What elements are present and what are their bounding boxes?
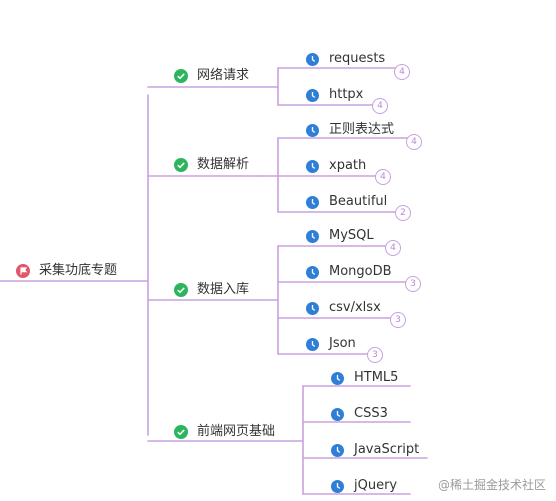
clock-icon xyxy=(331,406,344,425)
branch-label-storage[interactable]: 数据入库 xyxy=(197,282,250,297)
clock-icon xyxy=(306,122,319,141)
flag-icon xyxy=(16,263,30,282)
count-badge: 3 xyxy=(405,276,421,292)
clock-icon xyxy=(306,300,319,319)
clock-icon xyxy=(306,228,319,247)
leaf-label[interactable]: Beautiful xyxy=(329,194,388,209)
count-badge: 4 xyxy=(372,98,388,114)
clock-icon xyxy=(306,158,319,177)
clock-icon xyxy=(306,51,319,70)
count-badge: 3 xyxy=(367,347,383,363)
leaf-label[interactable]: MySQL xyxy=(329,228,374,243)
count-badge: 2 xyxy=(395,205,411,221)
leaf-label[interactable]: csv/xlsx xyxy=(329,300,381,315)
leaf-label[interactable]: xpath xyxy=(329,158,367,173)
clock-icon xyxy=(306,194,319,213)
leaf-label[interactable]: Json xyxy=(329,336,356,351)
branch-label-frontend[interactable]: 前端网页基础 xyxy=(197,424,276,439)
clock-icon xyxy=(306,336,319,355)
clock-icon xyxy=(331,478,344,497)
count-badge: 4 xyxy=(385,240,401,256)
leaf-label[interactable]: CSS3 xyxy=(354,406,388,421)
check-circle-icon xyxy=(174,282,188,301)
branch-label-network[interactable]: 网络请求 xyxy=(197,68,250,83)
leaf-label[interactable]: httpx xyxy=(329,87,364,102)
leaf-label[interactable]: JavaScript xyxy=(354,442,420,457)
count-badge: 4 xyxy=(375,169,391,185)
branch-label-parsing[interactable]: 数据解析 xyxy=(197,157,250,172)
count-badge: 4 xyxy=(406,134,422,150)
leaf-label[interactable]: 正则表达式 xyxy=(329,122,395,137)
check-circle-icon xyxy=(174,424,188,443)
leaf-label[interactable]: requests xyxy=(329,51,386,66)
clock-icon xyxy=(306,264,319,283)
leaf-label[interactable]: jQuery xyxy=(354,478,398,493)
check-circle-icon xyxy=(174,157,188,176)
count-badge: 3 xyxy=(390,312,406,328)
clock-icon xyxy=(306,87,319,106)
clock-icon xyxy=(331,442,344,461)
clock-icon xyxy=(331,370,344,389)
leaf-label[interactable]: HTML5 xyxy=(354,370,399,385)
count-badge: 4 xyxy=(394,64,410,80)
root-node-label[interactable]: 采集功底专题 xyxy=(39,263,118,278)
leaf-label[interactable]: MongoDB xyxy=(329,264,392,279)
check-circle-icon xyxy=(174,68,188,87)
watermark-text: @稀土掘金技术社区 xyxy=(437,478,546,492)
